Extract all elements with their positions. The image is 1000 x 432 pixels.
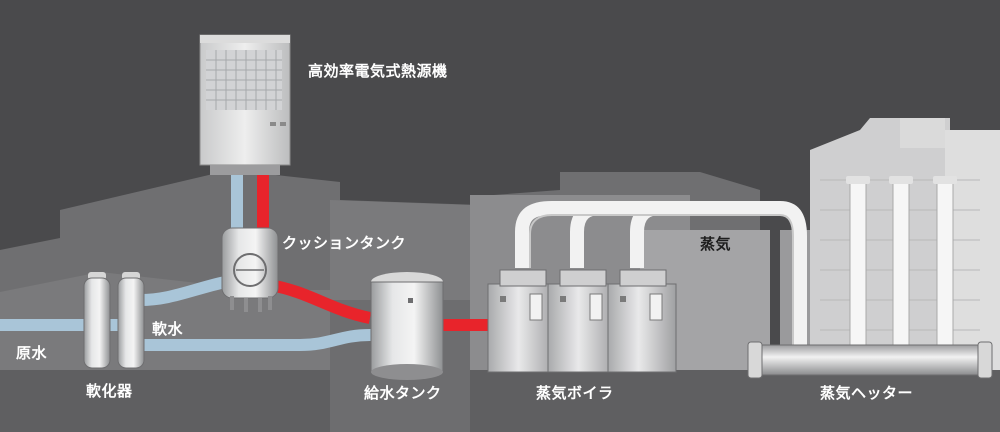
cushion-feed-pipe (139, 276, 227, 306)
steam-label: 蒸気 (700, 235, 732, 253)
water-pipes (0, 172, 380, 351)
cushion-to-feed-pipe (268, 279, 372, 324)
softener-units (83, 272, 145, 369)
cushion-tank (221, 227, 279, 312)
header-columns (846, 176, 957, 346)
feed-water-tank (370, 272, 444, 380)
cushion-tank-label: クッションタンク (282, 234, 407, 252)
boiler-label: 蒸気ボイラ (536, 384, 614, 402)
raw-water-label: 原水 (16, 344, 48, 362)
heat-source-label: 高効率電気式熱源機 (308, 62, 448, 80)
header-label: 蒸気ヘッター (820, 384, 914, 402)
heat-source-unit (199, 34, 291, 175)
feed-tank-label: 給水タンク (364, 384, 442, 402)
steam-boilers (487, 269, 677, 373)
steam-pipe-shadow (529, 214, 794, 345)
hot-pipes (257, 172, 490, 331)
soft-water-label: 軟水 (152, 320, 184, 338)
softener-label: 軟化器 (86, 382, 133, 400)
soft-water-pipe (140, 329, 380, 351)
steam-header (747, 341, 993, 379)
